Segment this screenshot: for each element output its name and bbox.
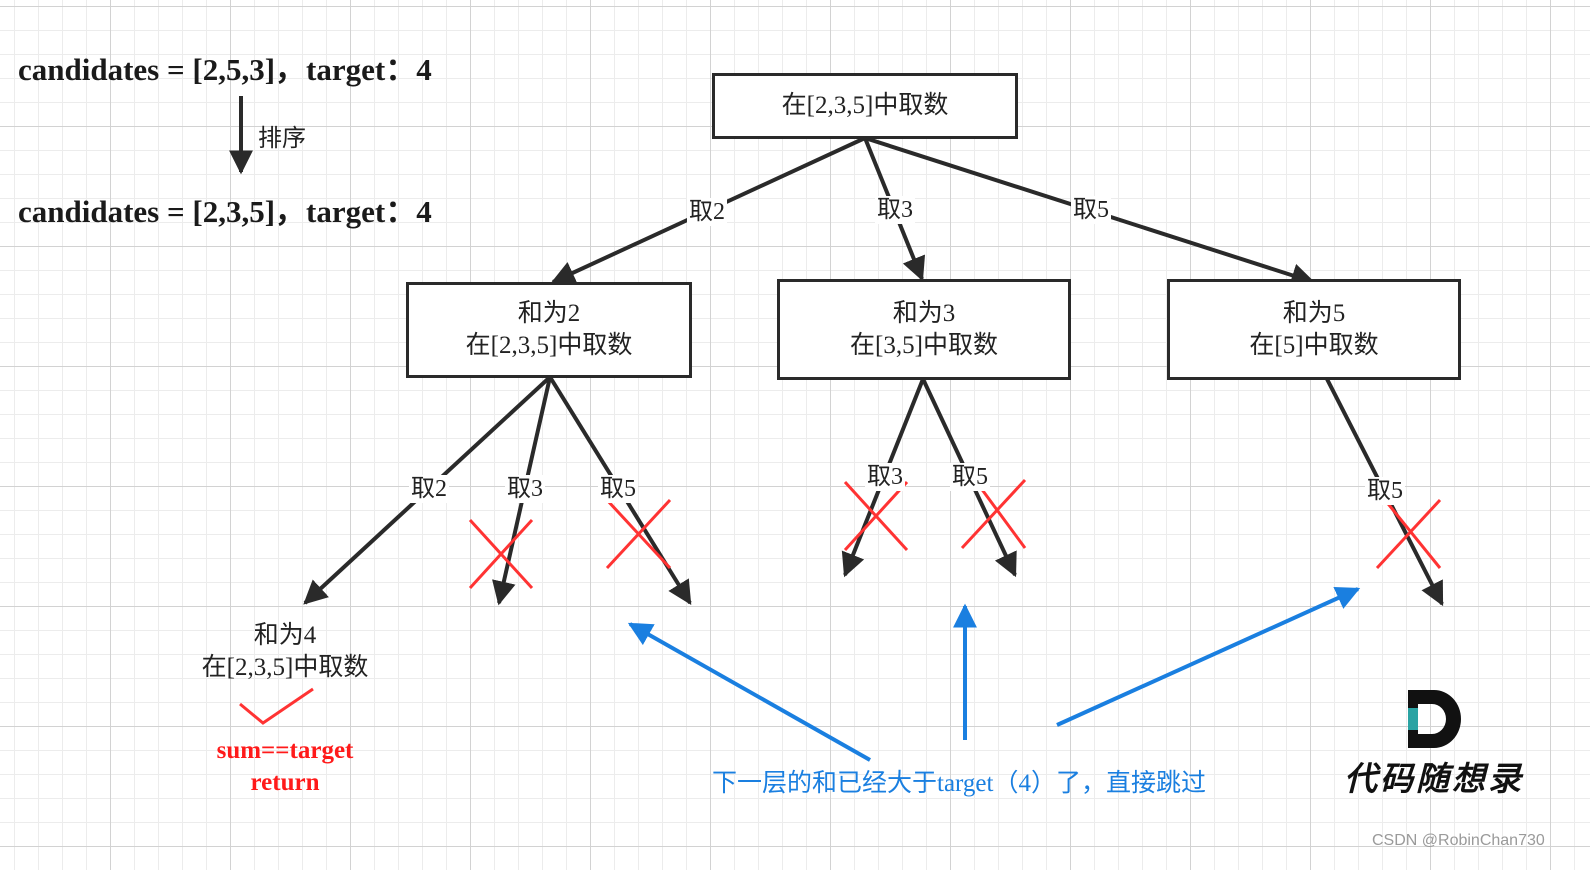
node-sum-label: 和为2 [517, 300, 581, 327]
leaf-node-sum4: 和为4 在[2,3,5]中取数 [195, 620, 375, 684]
edge-label-take3: 取3 [865, 463, 905, 491]
logo-text: 代码随想录 [1344, 759, 1524, 798]
node-sum5: 和为5 在[5]中取数 [1167, 279, 1461, 380]
prune-mark [605, 498, 672, 570]
success-message: sum==target return [190, 735, 380, 799]
root-node: 在[2,3,5]中取数 [712, 73, 1018, 139]
note-arrow [627, 622, 871, 762]
logo-d-icon [1408, 690, 1461, 748]
node-sum2: 和为2 在[2,3,5]中取数 [406, 282, 692, 378]
edge-label-take3: 取3 [875, 196, 915, 224]
prune-mark [468, 518, 534, 590]
edge-label-take5: 取5 [1071, 196, 1111, 224]
edge-label-take3: 取3 [505, 475, 545, 503]
node-sum-label: 和为3 [892, 299, 956, 327]
node-sum-label: 和为4 [253, 622, 317, 649]
success-check-icon [239, 687, 314, 725]
candidates-unsorted: candidates = [2,5,3]，target：4 [18, 52, 432, 87]
node-range-label: 在[5]中取数 [1249, 331, 1379, 359]
prune-mark [1375, 498, 1442, 570]
node-label: 在[2,3,5]中取数 [781, 92, 949, 119]
edge-label-take5: 取5 [598, 475, 638, 503]
prune-mark [843, 480, 909, 552]
success-condition: sum==target [216, 737, 354, 764]
prune-mark [960, 478, 1027, 550]
pruning-note: 下一层的和已经大于target（4）了，直接跳过 [712, 770, 1206, 797]
node-sum3: 和为3 在[3,5]中取数 [777, 279, 1071, 380]
node-range-label: 在[3,5]中取数 [850, 331, 998, 359]
credit-watermark: CSDN @RobinChan730 [1372, 832, 1545, 849]
node-sum-label: 和为5 [1282, 299, 1346, 327]
node-range-label: 在[2,3,5]中取数 [201, 654, 369, 681]
edge-label-take5: 取5 [1365, 477, 1405, 505]
node-range-label: 在[2,3,5]中取数 [465, 332, 633, 359]
success-action: return [250, 769, 320, 796]
edge-label-take5: 取5 [950, 463, 990, 491]
sort-label: 排序 [258, 126, 306, 152]
logo: 代码随想录 [1334, 688, 1534, 798]
candidates-sorted: candidates = [2,3,5]，target：4 [18, 194, 432, 229]
note-arrow [1056, 586, 1361, 727]
edge-label-take2: 取2 [409, 475, 449, 503]
edge-label-take2: 取2 [687, 198, 727, 226]
